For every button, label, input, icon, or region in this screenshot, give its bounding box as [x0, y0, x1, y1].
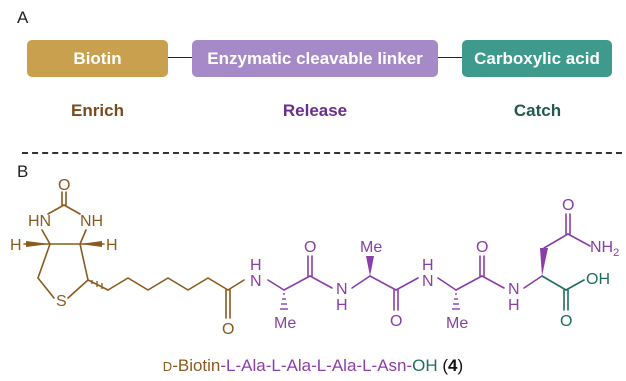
carboxylic-acid-box: Carboxylic acid: [462, 40, 612, 77]
atom-oh: OH: [586, 271, 610, 288]
hashed-bond-ala1: [280, 293, 288, 310]
atom-nh2-subscript: 2: [613, 247, 619, 259]
caption-oh: OH: [412, 356, 438, 375]
hashed-bond-ala3: [452, 293, 460, 310]
caption-close: ): [457, 356, 464, 375]
wedge-bond-biotin-left: [26, 241, 50, 247]
acid-structure: [541, 275, 585, 311]
atom-o-ala3: O: [476, 239, 488, 256]
role-release: Release: [282, 101, 348, 120]
atom-o-asn-side: O: [562, 197, 574, 214]
linker-box: Enzymatic cleavable linker: [192, 40, 438, 77]
caption-d-prefix: D: [162, 359, 173, 374]
atom-h-left: H: [10, 237, 22, 254]
atom-nh-right: NH: [80, 213, 103, 230]
atom-nh2-main: NH: [590, 239, 613, 256]
atom-o-ala1: O: [304, 239, 316, 256]
atom-h-3: H: [422, 257, 434, 274]
atom-o-acid: O: [560, 313, 572, 330]
panel-a-letter: A: [17, 8, 29, 27]
atom-biotin-o: O: [58, 177, 70, 194]
connector-1: [168, 57, 192, 58]
atom-n-1: N: [250, 273, 262, 290]
atom-n-4: N: [508, 281, 520, 298]
atom-h-1: H: [250, 257, 262, 274]
atom-n-2: N: [336, 281, 348, 298]
panel-b-letter: B: [17, 162, 29, 181]
carboxylic-acid-box-label: Carboxylic acid: [474, 48, 600, 68]
linker-structure: [267, 213, 591, 311]
linker-box-label: Enzymatic cleavable linker: [207, 48, 423, 68]
hashed-bond-biotin-chain: [91, 280, 103, 289]
connector-2: [438, 57, 462, 58]
role-enrich: Enrich: [71, 101, 124, 120]
atom-h-2: H: [336, 297, 348, 314]
wedge-bond-asn: [540, 248, 548, 276]
wedge-bond-ala2: [366, 256, 374, 276]
role-catch: Catch: [513, 101, 562, 120]
atom-o-ala2: O: [390, 313, 402, 330]
atom-nh2: NH2: [590, 239, 619, 259]
atom-amide-o-biotin: O: [222, 321, 234, 338]
atom-h-right: H: [106, 237, 118, 254]
atom-s: S: [56, 293, 67, 310]
atom-h-4: H: [508, 297, 520, 314]
biotin-box: Biotin: [27, 40, 168, 77]
caption-open: (: [437, 356, 449, 375]
biotin-box-label: Biotin: [73, 48, 122, 68]
atom-me-3: Me: [446, 315, 468, 332]
atom-n-3: N: [422, 273, 434, 290]
panel-divider: [22, 152, 622, 154]
wedge-bond-biotin-right: [80, 241, 102, 247]
atom-hn-left: HN: [28, 213, 51, 230]
atom-me-2: Me: [360, 239, 382, 256]
caption-biotin: -Biotin: [172, 356, 221, 375]
caption-linker: -L-Ala-L-Ala-L-Ala-L-Asn-: [220, 356, 413, 375]
compound-caption: D-Biotin-L-Ala-L-Ala-L-Ala-L-Asn-OH (4): [0, 356, 626, 376]
chemical-structure: O HN NH H H S O H N O Me N H Me O H N O …: [10, 177, 619, 338]
caption-compound-number: 4: [448, 356, 458, 375]
atom-me-1: Me: [274, 315, 296, 332]
